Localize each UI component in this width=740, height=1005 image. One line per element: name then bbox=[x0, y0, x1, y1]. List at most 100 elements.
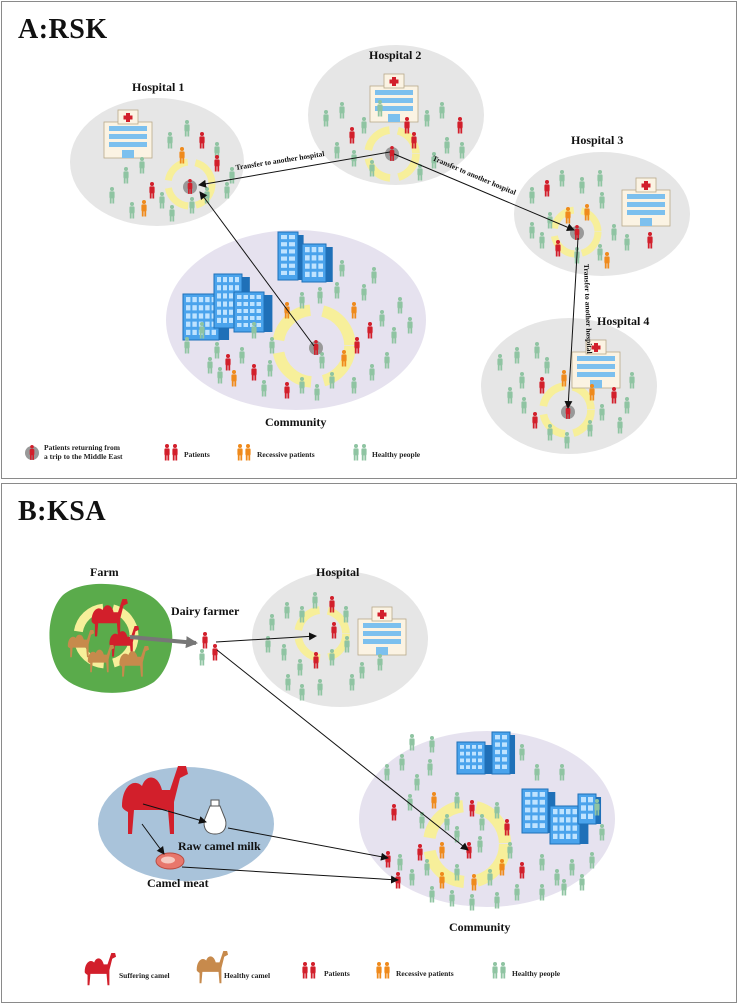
arrow-meat-to-community bbox=[181, 866, 399, 884]
legend-returning-icon bbox=[25, 445, 39, 460]
person-b-62 bbox=[534, 764, 540, 781]
person-a-34 bbox=[459, 142, 465, 159]
person-a-55 bbox=[534, 342, 540, 359]
person-a-75 bbox=[225, 354, 231, 371]
camel-meat-label: Camel meat bbox=[147, 876, 209, 890]
dairy-farmer-label: Dairy farmer bbox=[171, 604, 240, 618]
person-b-21 bbox=[414, 774, 420, 791]
person-b-37 bbox=[454, 864, 460, 881]
person-b-47 bbox=[539, 854, 545, 871]
person-a-40 bbox=[599, 192, 605, 209]
person-a-90 bbox=[391, 327, 397, 344]
person-b-46 bbox=[519, 862, 525, 879]
person-a-0 bbox=[123, 167, 129, 184]
legend-patients-b-label: Patients bbox=[324, 969, 350, 978]
person-b-1 bbox=[284, 602, 290, 619]
person-a-41 bbox=[584, 204, 590, 221]
person-b-51 bbox=[579, 874, 585, 891]
person-a-69 bbox=[561, 370, 567, 387]
healthy-camel-farm-3 bbox=[119, 646, 150, 677]
hospital-building bbox=[357, 606, 407, 656]
person-a-88 bbox=[367, 322, 373, 339]
returning-patient-1 bbox=[183, 179, 197, 194]
person-b-59 bbox=[409, 734, 415, 751]
legend-suffering-camel-icon bbox=[84, 953, 117, 986]
legend-b-healthy-icon-1 bbox=[492, 962, 498, 979]
hospital-zone bbox=[252, 571, 428, 707]
person-b-23 bbox=[391, 804, 397, 821]
panel-a-title: A:RSK bbox=[18, 14, 108, 45]
person-b-56 bbox=[469, 894, 475, 911]
person-a-64 bbox=[599, 404, 605, 421]
legend-healthy-icon-1 bbox=[353, 444, 359, 461]
person-a-83 bbox=[299, 377, 305, 394]
person-a-103 bbox=[407, 317, 413, 334]
person-b-58 bbox=[429, 886, 435, 903]
person-a-4 bbox=[199, 132, 205, 149]
dairy-farmer-figure-1 bbox=[202, 632, 208, 649]
person-b-20 bbox=[399, 754, 405, 771]
person-a-36 bbox=[544, 180, 550, 197]
person-b-41 bbox=[397, 854, 403, 871]
person-b-30 bbox=[479, 814, 485, 831]
hospital-ring bbox=[294, 606, 350, 662]
person-a-1 bbox=[139, 157, 145, 174]
person-a-57 bbox=[519, 372, 525, 389]
person-a-71 bbox=[629, 372, 635, 389]
community-b-building-1 bbox=[456, 741, 493, 775]
hospital-3-building bbox=[621, 177, 671, 227]
person-a-53 bbox=[497, 354, 503, 371]
community-b-label: Community bbox=[449, 920, 511, 934]
person-a-89 bbox=[379, 310, 385, 327]
person-b-5 bbox=[343, 606, 349, 623]
person-a-9 bbox=[159, 192, 165, 209]
person-a-28 bbox=[457, 117, 463, 134]
person-a-14 bbox=[129, 202, 135, 219]
person-a-70 bbox=[544, 357, 550, 374]
community-b-building-2 bbox=[491, 731, 516, 775]
person-b-3 bbox=[312, 592, 318, 609]
legend-healthy-icon-2 bbox=[361, 444, 367, 461]
suffering-camel-farm-2 bbox=[109, 626, 140, 657]
person-a-25 bbox=[404, 117, 410, 134]
person-b-65 bbox=[594, 799, 600, 816]
person-b-6 bbox=[344, 636, 350, 653]
person-b-32 bbox=[504, 819, 510, 836]
person-b-19 bbox=[384, 764, 390, 781]
person-b-54 bbox=[514, 884, 520, 901]
legend-recessive-b-label: Recessive patients bbox=[396, 969, 454, 978]
person-a-84 bbox=[314, 384, 320, 401]
person-a-51 bbox=[604, 252, 610, 269]
person-a-78 bbox=[231, 370, 237, 387]
legend-recessive-icon-1 bbox=[237, 444, 243, 461]
person-a-48 bbox=[611, 224, 617, 241]
transfer-label-1: Transfer to another hospital bbox=[235, 149, 325, 172]
person-a-50 bbox=[647, 232, 653, 249]
person-a-54 bbox=[514, 347, 520, 364]
person-a-80 bbox=[207, 357, 213, 374]
person-b-10 bbox=[281, 644, 287, 661]
person-a-96 bbox=[317, 287, 323, 304]
person-a-106 bbox=[319, 352, 325, 369]
community-b-building-4 bbox=[549, 805, 589, 845]
person-b-42 bbox=[417, 844, 423, 861]
community-building-5 bbox=[301, 243, 333, 283]
community-building-3 bbox=[233, 291, 273, 333]
person-b-57 bbox=[449, 890, 455, 907]
farm-label: Farm bbox=[90, 565, 119, 579]
arrow-farmer-to-community bbox=[216, 649, 469, 851]
person-b-2 bbox=[299, 606, 305, 623]
panel-a: Transfer to another hospital Transfer to… bbox=[1, 1, 737, 479]
legend-suffering-camel-label: Suffering camel bbox=[119, 971, 170, 980]
person-b-12 bbox=[359, 662, 365, 679]
panel-a-diagram: Transfer to another hospital Transfer to… bbox=[25, 45, 690, 461]
person-b-7 bbox=[329, 649, 335, 666]
person-a-15 bbox=[179, 147, 185, 164]
person-b-4 bbox=[329, 596, 335, 613]
person-b-27 bbox=[444, 814, 450, 831]
returning-patient-figure-2 bbox=[389, 146, 395, 161]
person-a-82 bbox=[284, 382, 290, 399]
person-b-13 bbox=[377, 654, 383, 671]
hospital-2-label: Hospital 2 bbox=[369, 48, 422, 62]
